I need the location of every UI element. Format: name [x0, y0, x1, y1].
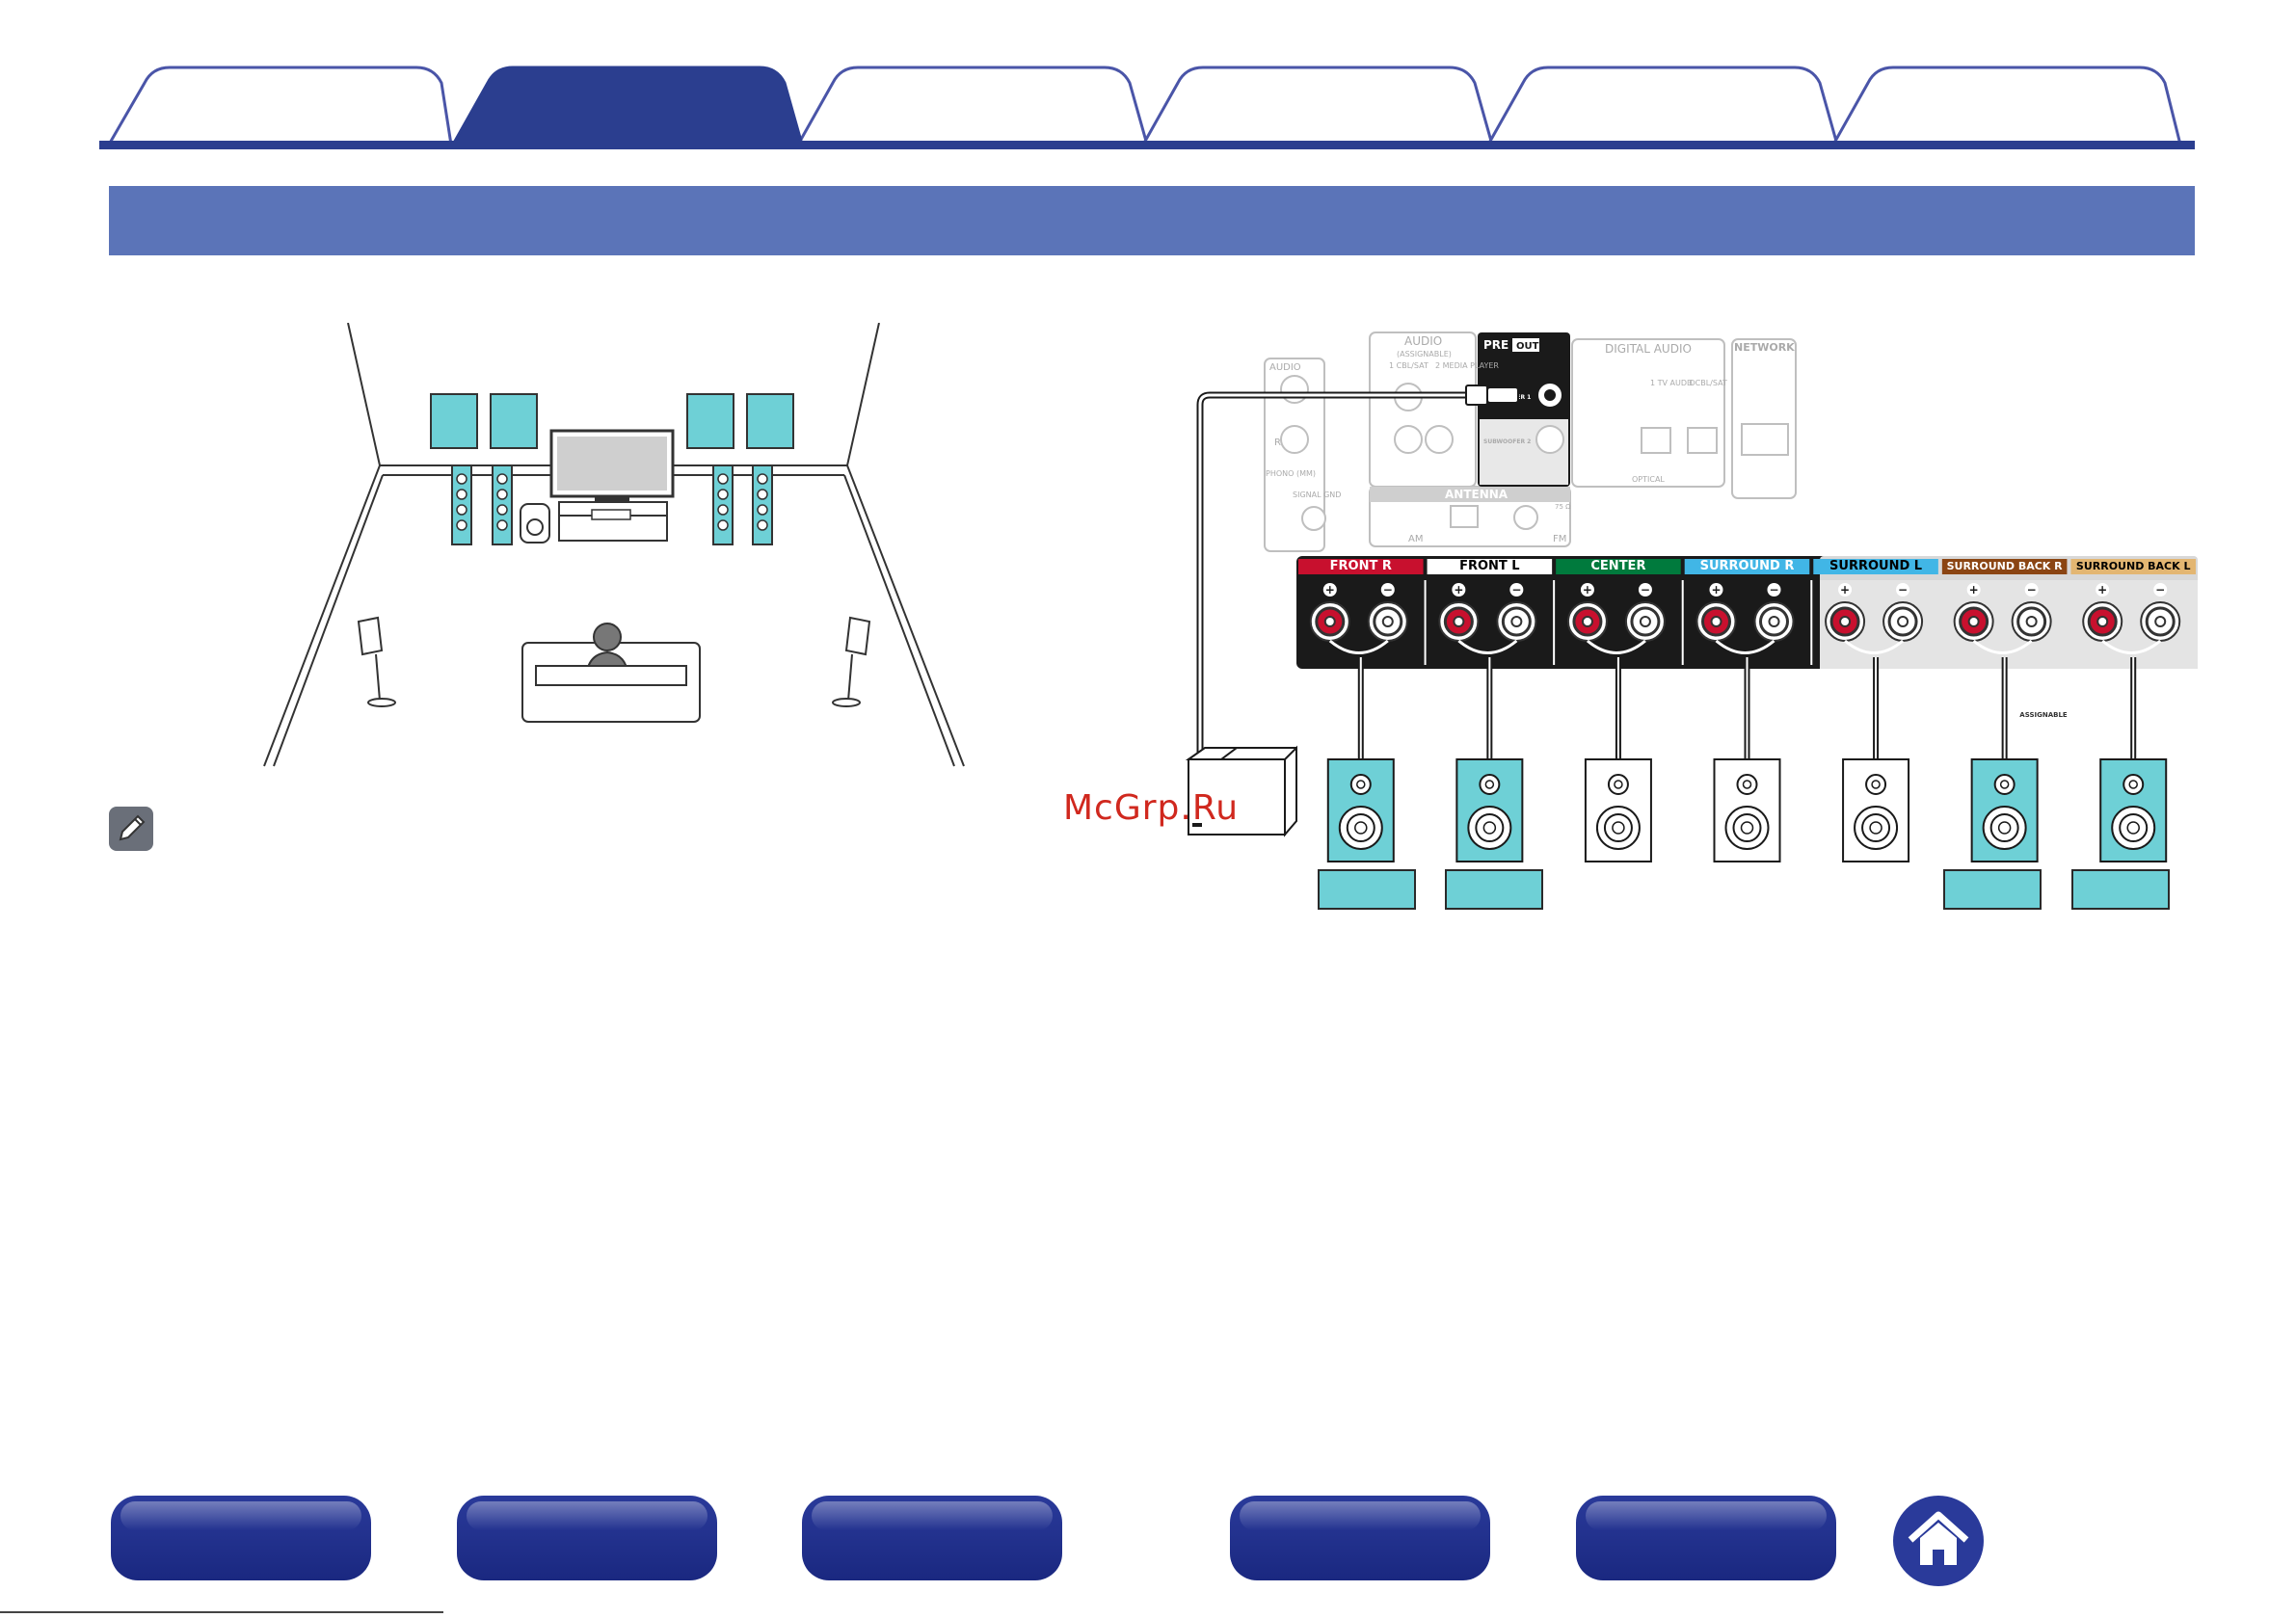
- svg-text:+: +: [1840, 583, 1850, 597]
- speaker-wiring-diagram: AUDIO AUDIO (ASSIGNABLE) 1 CBL/SAT 2 MED…: [1185, 332, 2198, 862]
- svg-text:SIGNAL GND: SIGNAL GND: [1293, 491, 1341, 499]
- svg-text:−: −: [1769, 583, 1778, 597]
- svg-text:ANTENNA: ANTENNA: [1445, 488, 1508, 501]
- surround-speaker-left: [357, 616, 396, 707]
- nav-button-3[interactable]: [802, 1496, 1062, 1580]
- terminal-label-surround-l: SURROUND L: [1829, 559, 1923, 573]
- svg-text:OPTICAL: OPTICAL: [1632, 475, 1665, 484]
- subwoofer-box-icon: [1185, 745, 1297, 837]
- terminal-label-bar-surround-r: [1684, 559, 1810, 574]
- channel-label-box-surround-back-r: [1943, 869, 2042, 910]
- svg-text:AM: AM: [1408, 534, 1423, 544]
- svg-text:−: −: [1641, 583, 1650, 597]
- tab-5[interactable]: [1485, 66, 1839, 146]
- watermark-text: McGrp.Ru: [1063, 788, 1240, 828]
- subwoofer-icon: [520, 503, 550, 544]
- footer-rule: [0, 1611, 443, 1613]
- svg-text:ASSIGNABLE: ASSIGNABLE: [2019, 711, 2068, 719]
- svg-text:75 Ω: 75 Ω: [1555, 503, 1571, 511]
- height-speaker-fr2: [686, 393, 734, 449]
- surround-speaker-right: [832, 616, 871, 707]
- terminal-label-front-r: FRONT R: [1329, 559, 1392, 573]
- svg-text:+: +: [1454, 583, 1463, 597]
- svg-text:PHONO (MM): PHONO (MM): [1266, 469, 1316, 478]
- section-title-bar: [109, 186, 2195, 255]
- svg-text:+: +: [2097, 583, 2107, 597]
- tab-6[interactable]: [1830, 66, 2182, 146]
- nav-button-4[interactable]: [1230, 1496, 1490, 1580]
- terminal-label-front-l: FRONT L: [1459, 559, 1520, 573]
- tv-icon: [549, 429, 675, 542]
- channel-label-box-front-l: [1445, 869, 1543, 910]
- height-speaker-fl2: [490, 393, 538, 449]
- svg-text:2 MEDIA PLAYER: 2 MEDIA PLAYER: [1435, 361, 1499, 370]
- svg-text:+: +: [1711, 583, 1721, 597]
- svg-text:−: −: [1898, 583, 1908, 597]
- tab-2-active[interactable]: [450, 66, 804, 146]
- terminal-label-bar-center: [1556, 559, 1681, 574]
- tab-4[interactable]: [1140, 66, 1494, 146]
- sofa-with-listener-icon: [521, 623, 701, 723]
- nav-button-5[interactable]: [1576, 1496, 1836, 1580]
- height-speaker-fr: [746, 393, 794, 449]
- nav-button-2[interactable]: [457, 1496, 717, 1580]
- svg-text:DIGITAL AUDIO: DIGITAL AUDIO: [1605, 342, 1692, 356]
- tab-bar: [99, 66, 2195, 149]
- nav-button-1[interactable]: [111, 1496, 371, 1580]
- svg-text:1 CBL/SAT: 1 CBL/SAT: [1389, 361, 1428, 370]
- svg-text:(ASSIGNABLE): (ASSIGNABLE): [1397, 350, 1452, 358]
- svg-text:3 CBL/SAT: 3 CBL/SAT: [1688, 379, 1727, 387]
- home-icon: [1908, 1511, 1969, 1565]
- note-pencil-icon: [109, 807, 153, 851]
- terminal-label-bar-front-r: [1298, 559, 1424, 574]
- terminal-label-surround-back-l: SURROUND BACK L: [2075, 560, 2191, 572]
- svg-text:R: R: [1274, 438, 1281, 448]
- svg-text:−: −: [1511, 583, 1521, 597]
- svg-text:1 TV AUDIO: 1 TV AUDIO: [1650, 379, 1695, 387]
- svg-text:AUDIO: AUDIO: [1404, 334, 1442, 348]
- svg-text:FM: FM: [1553, 534, 1566, 544]
- terminal-label-surround-back-r: SURROUND BACK R: [1946, 560, 2063, 572]
- tab-3[interactable]: [795, 66, 1149, 146]
- terminal-label-bar-surround-back-l: [2070, 559, 2196, 574]
- svg-text:−: −: [1383, 583, 1393, 597]
- terminal-label-bar-surround-l: [1813, 559, 1938, 574]
- svg-text:AUDIO: AUDIO: [1269, 362, 1301, 373]
- svg-text:PRE: PRE: [1483, 338, 1508, 352]
- channel-label-box-surround-back-l: [2071, 869, 2170, 910]
- svg-text:SUBWOOFER 2: SUBWOOFER 2: [1483, 438, 1531, 445]
- channel-label-box-front-r: [1318, 869, 1416, 910]
- svg-text:SPEAKERS: SPEAKERS: [1689, 688, 1746, 699]
- terminal-label-surround-r: SURROUND R: [1699, 559, 1795, 573]
- tab-1[interactable]: [106, 66, 453, 146]
- height-speaker-fl: [430, 393, 478, 449]
- svg-text:NETWORK: NETWORK: [1734, 341, 1795, 354]
- svg-text:−: −: [2155, 583, 2165, 597]
- terminal-label-center: CENTER: [1590, 559, 1646, 573]
- room-layout-diagram: [263, 323, 965, 767]
- svg-text:OUT: OUT: [1516, 341, 1539, 352]
- svg-text:+: +: [1583, 583, 1592, 597]
- terminal-label-bar-surround-back-r: [1941, 559, 2068, 574]
- svg-text:+: +: [1969, 583, 1979, 597]
- terminal-label-bar-front-l: [1427, 559, 1553, 574]
- svg-text:+: +: [1325, 583, 1335, 597]
- home-button[interactable]: [1893, 1496, 1984, 1586]
- svg-text:−: −: [2027, 583, 2037, 597]
